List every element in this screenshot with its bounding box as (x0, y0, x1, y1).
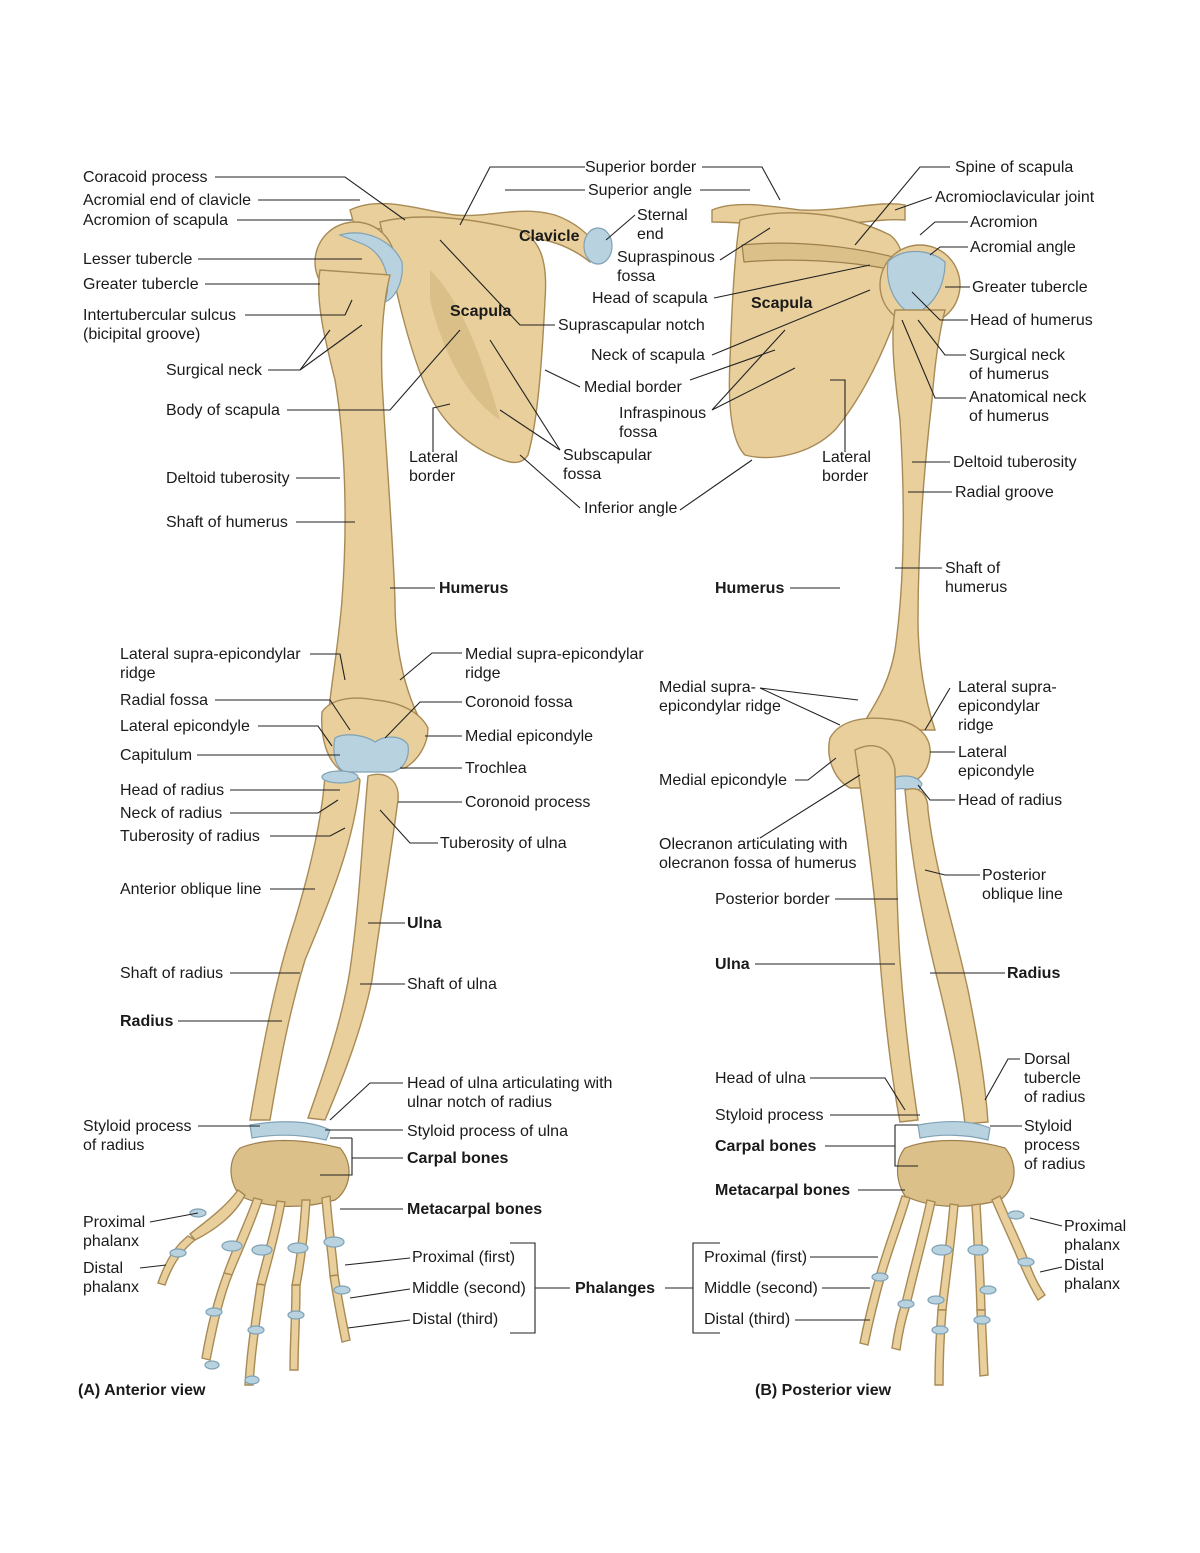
label-dorsal-tubercle: Dorsal tubercle of radius (1024, 1051, 1086, 1106)
label-medial-epicondyle-b: Medial epicondyle (659, 772, 788, 789)
label-medial-supra-epicondylar-ridge: Medial supra-epicondylar ridge (465, 646, 644, 682)
label-styloid-process-b: Styloid process (715, 1107, 824, 1124)
label-anatomical-neck-of-humerus: Anatomical neck of humerus (969, 389, 1087, 425)
label-tuberosity-of-ulna: Tuberosity of ulna (440, 835, 567, 852)
label-distal-phalanx-b: Distal phalanx (1064, 1257, 1121, 1293)
label-distal-third-a: Distal (third) (412, 1311, 499, 1328)
label-inferior-angle: Inferior angle (584, 500, 678, 517)
label-proximal-first-a: Proximal (first) (412, 1249, 516, 1266)
label-supraspinous-fossa: Supraspinous fossa (617, 249, 715, 285)
label-head-of-scapula: Head of scapula (592, 290, 708, 307)
label-lateral-supra-epicondylar-ridge-b: Lateral supra- epicondylar ridge (958, 679, 1057, 734)
label-scapula: Scapula (450, 303, 512, 320)
label-spine-of-scapula: Spine of scapula (955, 159, 1074, 176)
label-scapula-b: Scapula (751, 295, 813, 312)
label-coracoid-process: Coracoid process (83, 169, 208, 186)
label-neck-of-scapula: Neck of scapula (591, 347, 705, 364)
label-deltoid-tuberosity: Deltoid tuberosity (166, 470, 290, 487)
label-lateral-epicondyle: Lateral epicondyle (120, 718, 250, 735)
label-lateral-border: Lateral border (409, 449, 458, 485)
label-distal-third-b: Distal (third) (704, 1311, 791, 1328)
label-olecranon: Olecranon articulating with olecranon fo… (659, 836, 857, 872)
label-trochlea: Trochlea (465, 760, 527, 777)
label-styloid-process-of-radius-b: Styloid process of radius (1024, 1118, 1086, 1173)
label-clavicle: Clavicle (519, 228, 580, 245)
label-coronoid-process: Coronoid process (465, 794, 591, 811)
posterior-skeleton (711, 203, 1046, 1386)
label-infraspinous-fossa: Infraspinous fossa (619, 405, 707, 441)
anterior-skeleton (157, 202, 613, 1386)
label-subscapular-fossa: Subscapular fossa (563, 447, 652, 483)
label-distal-phalanx: Distal phalanx (83, 1260, 140, 1296)
label-capitulum: Capitulum (120, 747, 193, 764)
label-carpal-bones: Carpal bones (407, 1150, 509, 1167)
label-styloid-process-of-ulna: Styloid process of ulna (407, 1123, 568, 1140)
label-lateral-supra-epicondylar-ridge: Lateral supra-epicondylar ridge (120, 646, 301, 682)
label-phalanges: Phalanges (575, 1280, 656, 1297)
label-head-of-radius: Head of radius (120, 782, 225, 799)
label-coronoid-fossa: Coronoid fossa (465, 694, 573, 711)
label-posterior-oblique-line: Posterior oblique line (982, 867, 1063, 903)
label-acromion-of-scapula: Acromion of scapula (83, 212, 228, 229)
label-neck-of-radius: Neck of radius (120, 805, 223, 822)
label-middle-second-b: Middle (second) (704, 1280, 818, 1297)
label-medial-supra-epicondylar-ridge-b: Medial supra- epicondylar ridge (659, 679, 781, 715)
label-lateral-epicondyle-b: Lateral epicondyle (958, 744, 1035, 780)
label-acromioclavicular-joint: Acromioclavicular joint (935, 189, 1095, 206)
label-proximal-first-b: Proximal (first) (704, 1249, 808, 1266)
label-greater-tubercle: Greater tubercle (83, 276, 199, 293)
label-surgical-neck-of-humerus: Surgical neck of humerus (969, 347, 1066, 383)
label-acromial-angle: Acromial angle (970, 239, 1076, 256)
caption-anterior-view: (A) Anterior view (78, 1382, 206, 1399)
label-styloid-process-of-radius: Styloid process of radius (83, 1118, 192, 1154)
label-humerus: Humerus (439, 580, 509, 597)
label-head-of-ulna-b: Head of ulna (715, 1070, 806, 1087)
label-carpal-bones-b: Carpal bones (715, 1138, 817, 1155)
leader-lines (139, 166, 1063, 1334)
label-head-of-humerus: Head of humerus (970, 312, 1093, 329)
label-suprascapular-notch: Suprascapular notch (558, 317, 705, 334)
label-superior-angle: Superior angle (588, 182, 693, 199)
label-lesser-tubercle: Lesser tubercle (83, 251, 193, 268)
label-proximal-phalanx: Proximal phalanx (83, 1214, 146, 1250)
label-deltoid-tuberosity-b: Deltoid tuberosity (953, 454, 1077, 471)
label-ulna: Ulna (407, 915, 442, 932)
label-lateral-border-b: Lateral border (822, 449, 871, 485)
label-acromial-end-of-clavicle: Acromial end of clavicle (83, 192, 252, 209)
label-shaft-of-radius: Shaft of radius (120, 965, 224, 982)
label-shaft-of-ulna: Shaft of ulna (407, 976, 497, 993)
label-tuberosity-of-radius: Tuberosity of radius (120, 828, 260, 845)
label-middle-second-a: Middle (second) (412, 1280, 526, 1297)
label-metacarpal-bones: Metacarpal bones (407, 1201, 543, 1218)
label-radial-groove: Radial groove (955, 484, 1054, 501)
label-radial-fossa: Radial fossa (120, 692, 209, 709)
label-surgical-neck: Surgical neck (166, 362, 263, 379)
label-humerus-b: Humerus (715, 580, 785, 597)
label-metacarpal-bones-b: Metacarpal bones (715, 1182, 851, 1199)
label-greater-tubercle-b: Greater tubercle (972, 279, 1088, 296)
label-shaft-of-humerus: Shaft of humerus (166, 514, 288, 531)
label-posterior-border: Posterior border (715, 891, 830, 908)
label-ulna-b: Ulna (715, 956, 750, 973)
label-sternal-end: Sternal end (637, 207, 688, 243)
label-medial-epicondyle: Medial epicondyle (465, 728, 594, 745)
label-superior-border: Superior border (585, 159, 697, 176)
label-head-of-radius-b: Head of radius (958, 792, 1063, 809)
label-body-of-scapula: Body of scapula (166, 402, 280, 419)
label-intertubercular-sulcus: Intertubercular sulcus (bicipital groove… (83, 307, 236, 343)
label-proximal-phalanx-b: Proximal phalanx (1064, 1218, 1127, 1254)
caption-posterior-view: (B) Posterior view (755, 1382, 892, 1399)
label-anterior-oblique-line: Anterior oblique line (120, 881, 262, 898)
label-acromion: Acromion (970, 214, 1038, 231)
label-radius-b: Radius (1007, 965, 1061, 982)
label-radius: Radius (120, 1013, 174, 1030)
label-shaft-of-humerus-b: Shaft of humerus (945, 560, 1008, 596)
label-head-of-ulna: Head of ulna articulating with ulnar not… (407, 1075, 613, 1111)
label-medial-border: Medial border (584, 379, 682, 396)
